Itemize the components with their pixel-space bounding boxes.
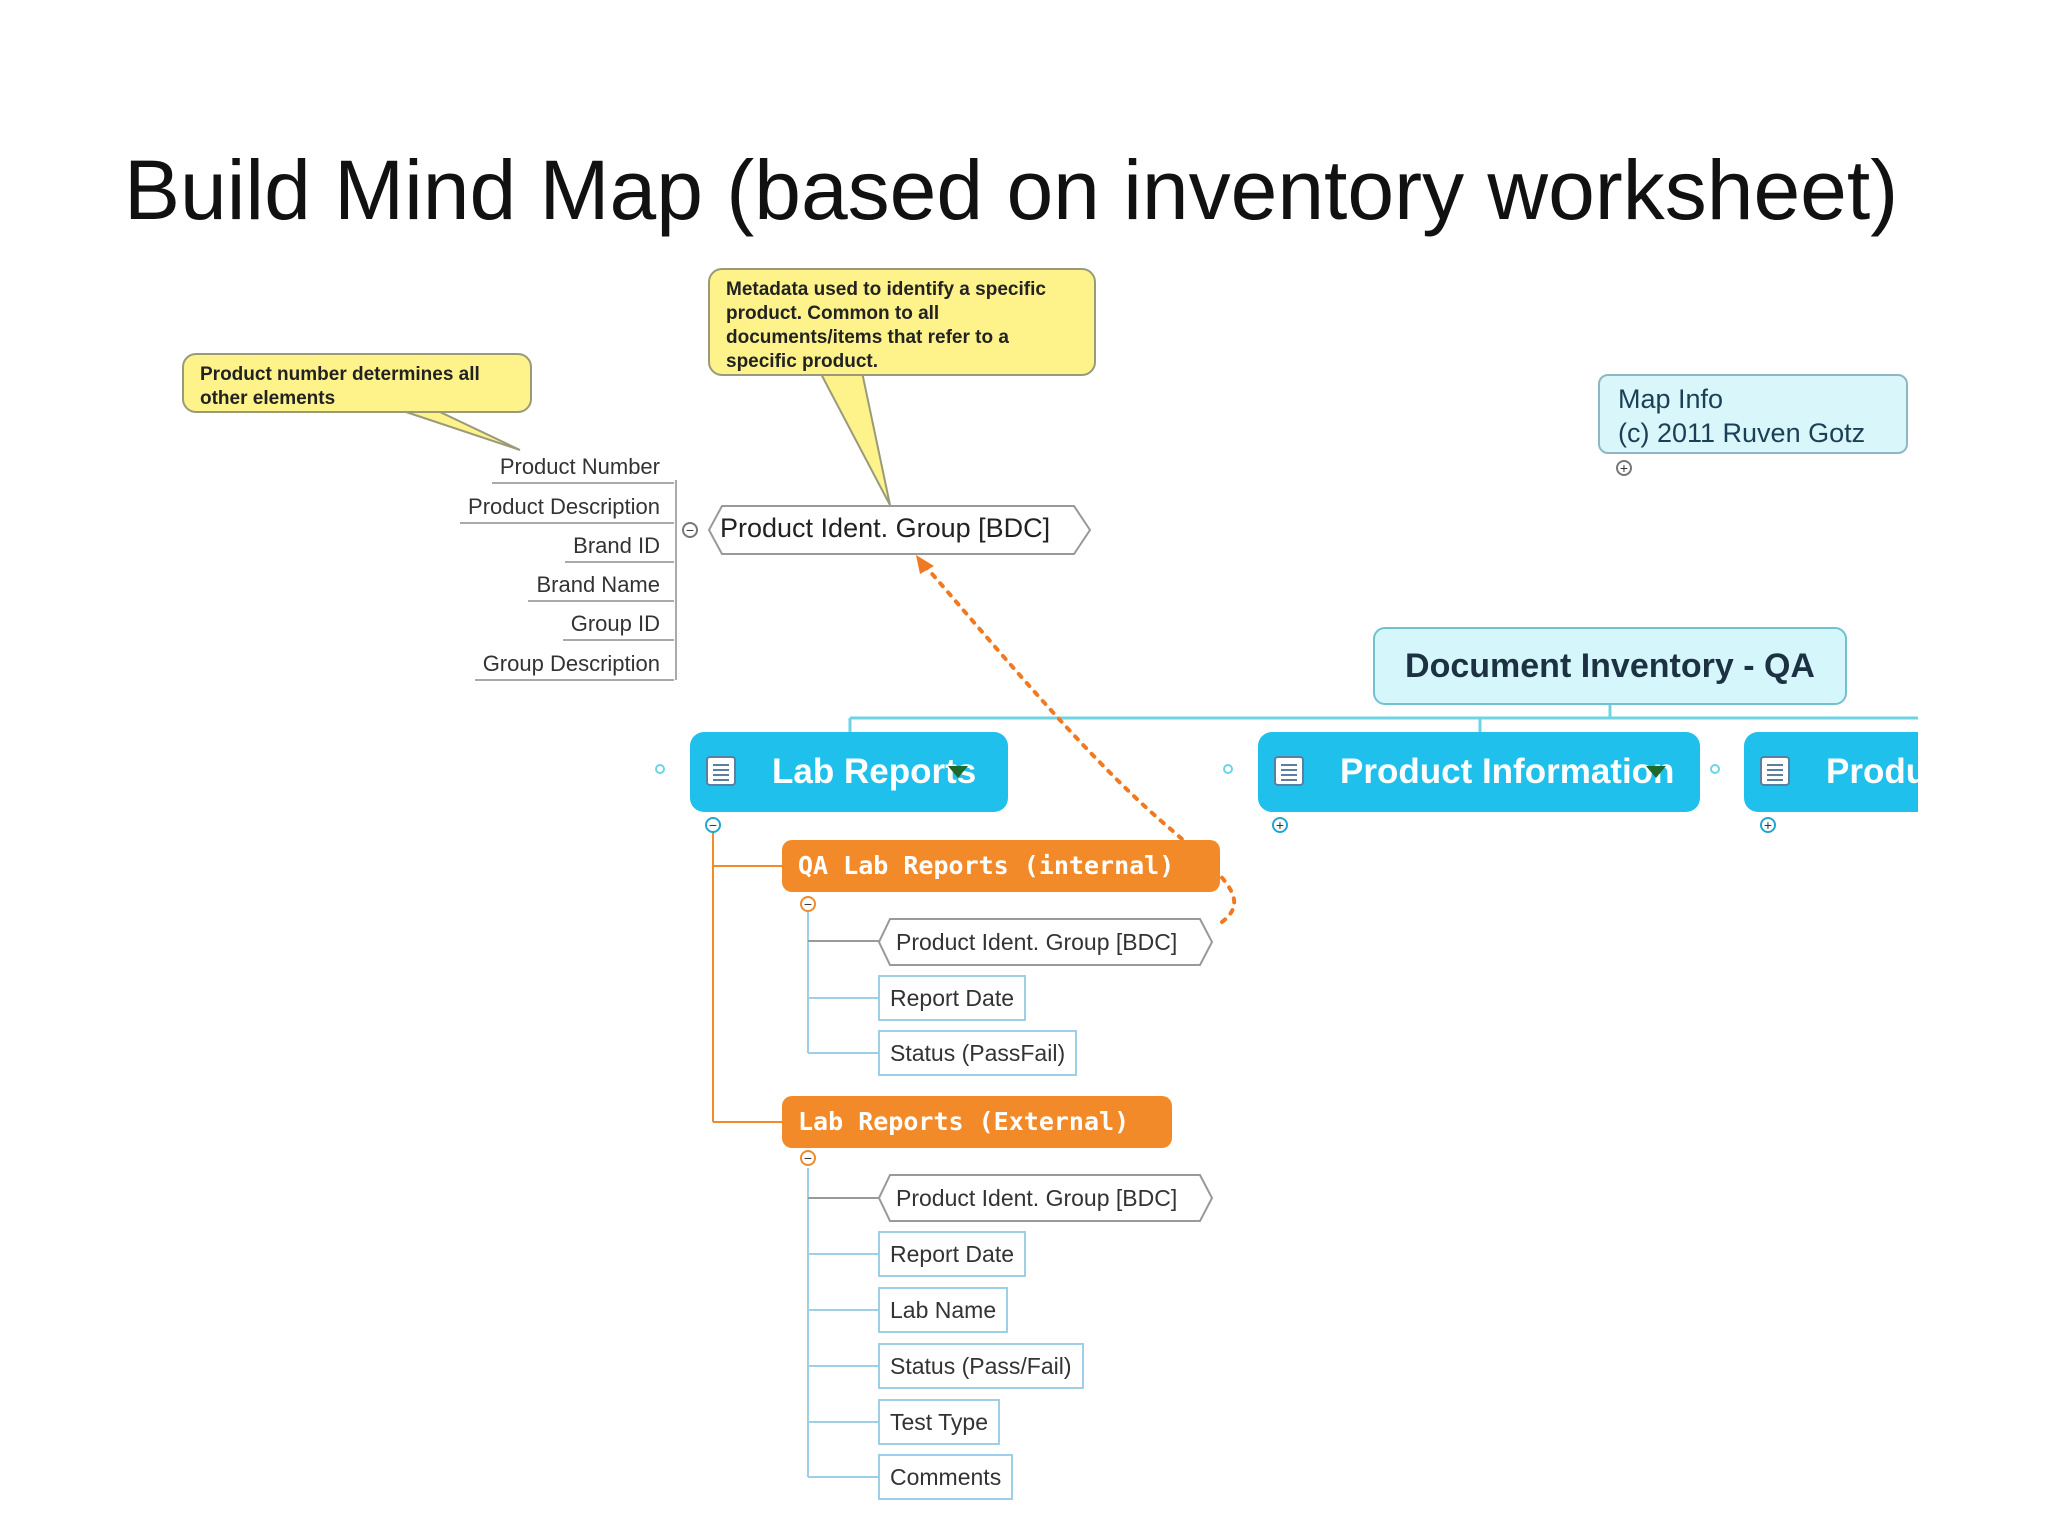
main-topic-third[interactable]: Producti <box>1744 732 1918 812</box>
main-topic-product-information[interactable]: Product Information <box>1258 732 1700 812</box>
external-leaf-lab-name[interactable]: Lab Name <box>878 1287 1009 1333</box>
plus-toggle-icon[interactable]: + <box>1272 817 1288 833</box>
external-leaf-comments[interactable]: Comments <box>878 1454 1014 1500</box>
notes-icon[interactable] <box>1274 756 1304 786</box>
product-ident-group-label: Product Ident. Group [BDC] <box>720 513 1051 543</box>
minus-toggle-icon[interactable]: − <box>800 1150 816 1166</box>
topic-link-dot <box>1710 764 1720 774</box>
internal-leaf-status[interactable]: Status (PassFail) <box>878 1030 1078 1076</box>
main-topic-label: Product Information <box>1340 752 1675 791</box>
topic-link-dot <box>655 764 665 774</box>
map-info-copyright: (c) 2011 Ruven Gotz <box>1618 418 1866 448</box>
chevron-down-icon[interactable] <box>948 766 968 778</box>
map-info-title: Map Info <box>1618 384 1724 414</box>
external-leaf-status[interactable]: Status (Pass/Fail) <box>878 1343 1084 1389</box>
plus-toggle-icon[interactable]: + <box>1760 817 1776 833</box>
field-brand-id[interactable]: Brand ID <box>565 533 674 563</box>
notes-icon[interactable] <box>1760 756 1790 786</box>
field-group-id[interactable]: Group ID <box>562 611 674 641</box>
field-group-description[interactable]: Group Description <box>474 651 674 681</box>
root-topic[interactable]: Document Inventory - QA <box>1373 627 1847 705</box>
relationship-arrow-head <box>916 555 934 574</box>
field-brand-name[interactable]: Brand Name <box>528 572 674 602</box>
external-leaf-product-ident-group[interactable] <box>878 1174 1214 1222</box>
internal-leaf-product-ident-group-label: Product Ident. Group [BDC] <box>896 929 1178 955</box>
callout-product-number[interactable]: Product number determines all other elem… <box>182 353 532 413</box>
main-topics-area: Lab Reports Product Information Producti <box>690 732 1918 812</box>
minus-toggle-icon[interactable]: − <box>800 896 816 912</box>
field-product-description[interactable]: Product Description <box>460 494 674 524</box>
plus-toggle-icon[interactable]: + <box>1616 460 1632 476</box>
sub-topic-qa-lab-reports-internal[interactable]: QA Lab Reports (internal) <box>782 840 1220 892</box>
minus-toggle-icon[interactable]: − <box>705 817 721 833</box>
external-leaf-report-date[interactable]: Report Date <box>878 1231 1027 1277</box>
sub-topic-lab-reports-external[interactable]: Lab Reports (External) <box>782 1096 1172 1148</box>
internal-leaf-product-ident-group[interactable] <box>878 918 1214 966</box>
callout-metadata[interactable]: Metadata used to identify a specific pro… <box>708 268 1096 376</box>
relationship-link <box>918 558 1237 924</box>
map-info-box[interactable]: Map Info (c) 2011 Ruven Gotz <box>1598 374 1908 454</box>
main-topic-lab-reports[interactable]: Lab Reports <box>690 732 1008 812</box>
minus-toggle-icon[interactable]: − <box>682 522 698 538</box>
page-title: Build Mind Map (based on inventory works… <box>124 143 1899 237</box>
internal-leaf-report-date[interactable]: Report Date <box>878 975 1027 1021</box>
notes-icon[interactable] <box>706 756 736 786</box>
chevron-down-icon[interactable] <box>1646 766 1666 778</box>
main-topic-label: Lab Reports <box>772 752 977 791</box>
field-product-number[interactable]: Product Number <box>491 454 674 484</box>
external-leaf-product-ident-group-label: Product Ident. Group [BDC] <box>896 1185 1178 1211</box>
product-ident-group-node[interactable] <box>708 505 1092 555</box>
topic-link-dot <box>1223 764 1233 774</box>
main-topic-label: Producti <box>1826 752 1918 791</box>
external-leaf-test-type[interactable]: Test Type <box>878 1399 1001 1445</box>
